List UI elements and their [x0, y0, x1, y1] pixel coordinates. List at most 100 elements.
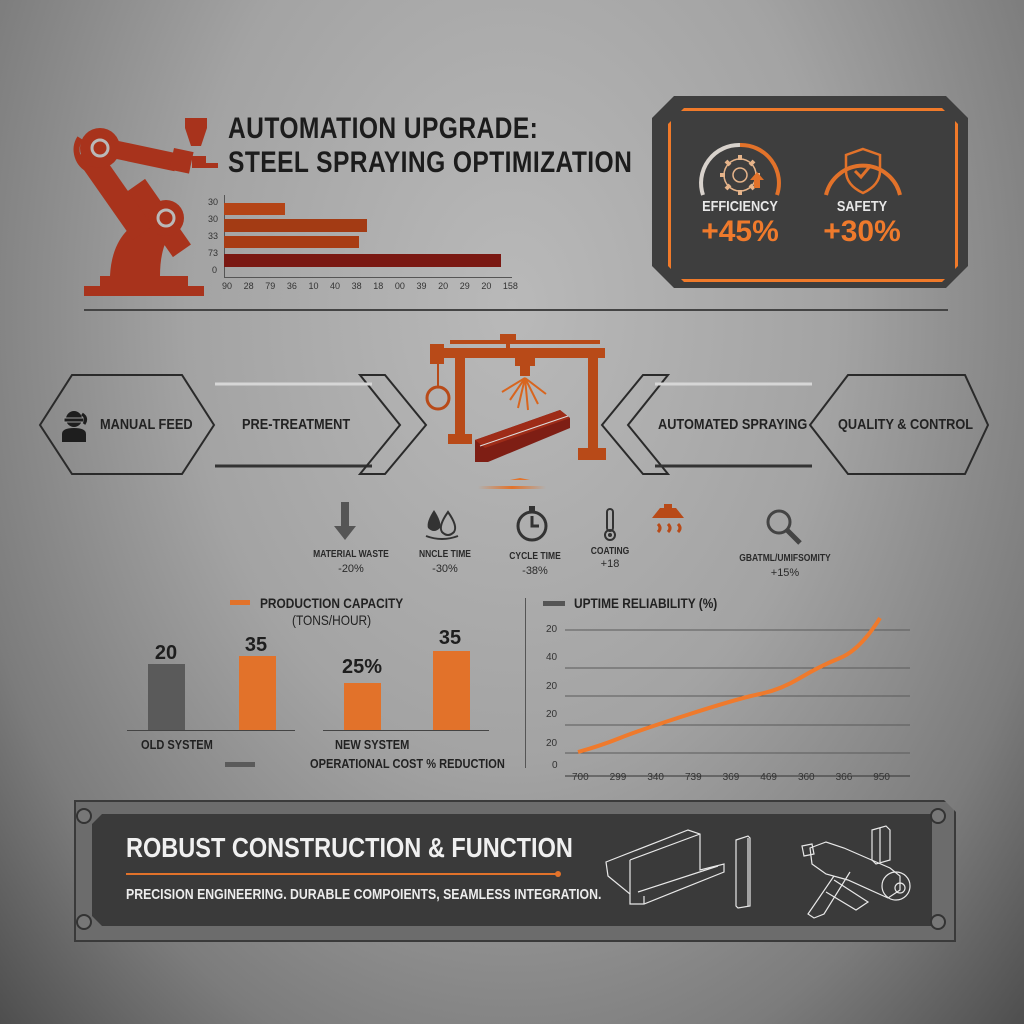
kpi-uniformity-value: +15% — [770, 567, 800, 579]
x-tick: 360 — [797, 772, 815, 783]
flow-center-marker — [478, 486, 546, 489]
bar-value: 35 — [438, 627, 462, 649]
x-tick: 28 — [243, 281, 254, 291]
uptime-line-chart — [565, 616, 910, 777]
group-old-system: OLD SYSTEM — [141, 737, 213, 752]
bar-old-capacity — [239, 656, 276, 730]
y-tick: 20 — [546, 681, 558, 692]
x-tick: 18 — [373, 281, 384, 291]
safety-value: +30% — [823, 215, 901, 248]
x-tick: 29 — [459, 281, 470, 291]
screw-icon — [76, 808, 92, 824]
robot-arm-spray-icon — [50, 108, 220, 298]
process-flow-shapes — [38, 374, 990, 475]
kpi-coating-label: COATING — [590, 546, 630, 557]
footer-title: ROBUST CONSTRUCTION & FUNCTION — [126, 832, 573, 863]
kpi-cycle-time-value: -38% — [522, 565, 548, 577]
gear-up-arrow-icon — [695, 125, 785, 200]
x-tick: 20 — [481, 281, 492, 291]
bar — [224, 219, 367, 232]
metrics-panel — [652, 96, 968, 288]
x-tick: 469 — [760, 772, 777, 783]
y-tick: 20 — [546, 624, 558, 635]
step-pre-treatment: PRE-TREATMENT — [242, 416, 351, 433]
x-tick: 950 — [873, 772, 890, 783]
footer-subtitle: PRECISION ENGINEERING. DURABLE COMPOIENT… — [126, 886, 602, 903]
line-chart-left-border — [525, 598, 526, 768]
step-quality-control: QUALITY & CONTROL — [838, 416, 974, 433]
x-tick: 20 — [438, 281, 449, 291]
efficiency-label: EFFICIENCY — [702, 198, 778, 215]
kpi-material-waste-value: -20% — [338, 563, 364, 575]
footer-orange-rule — [126, 873, 558, 875]
step-automated-spraying: AUTOMATED SPRAYING — [658, 416, 808, 433]
x-tick: 00 — [394, 281, 405, 291]
heater-icon — [648, 502, 688, 543]
footer-rule-dot — [555, 871, 561, 877]
page-title-line2: STEEL SPRAYING OPTIMIZATION — [228, 146, 633, 179]
legend-operational-cost: OPERATIONAL COST % REDUCTION — [310, 756, 505, 771]
y-tick: 20 — [546, 738, 558, 749]
x-tick: 38 — [351, 281, 362, 291]
x-tick: 700 — [572, 772, 589, 783]
metrics-panel-border — [668, 108, 958, 282]
magnifier-icon — [764, 507, 804, 552]
kpi-uniformity-label: GBATML/UMIFSOMITY — [739, 553, 831, 564]
shield-check-icon — [818, 125, 908, 200]
kpi-nncle-time-label: NNCLE TIME — [419, 549, 471, 560]
bar — [224, 203, 285, 215]
y-tick: 33 — [208, 231, 219, 241]
legend-gray-swatch — [543, 601, 565, 606]
y-tick: 30 — [208, 197, 219, 207]
kpi-cycle-time-label: CYCLE TIME — [509, 551, 561, 562]
bar-new-cost — [344, 683, 381, 730]
worker-icon — [60, 410, 92, 442]
x-tick: 158 — [502, 281, 518, 291]
safety-label: SAFETY — [836, 198, 888, 215]
y-tick: 73 — [208, 248, 219, 258]
x-tick: 739 — [684, 772, 702, 783]
kpi-material-waste-label: MATERIAL WASTE — [313, 549, 389, 560]
y-tick: 0 — [212, 265, 218, 275]
x-tick: 340 — [647, 772, 664, 783]
screw-icon — [76, 914, 92, 930]
footer-illustrations — [605, 825, 911, 919]
footer-panel — [92, 814, 932, 926]
droplets-icon — [424, 506, 460, 547]
legend-orange-swatch — [230, 600, 250, 605]
legend-production-capacity: PRODUCTION CAPACITY — [260, 595, 404, 611]
group-new-system: NEW SYSTEM — [335, 737, 410, 752]
x-tick: 39 — [416, 281, 427, 291]
screw-icon — [930, 914, 946, 930]
bar-value: 25% — [341, 656, 383, 678]
stopwatch-icon — [514, 504, 550, 549]
axis-baseline-new — [323, 730, 489, 731]
y-tick: 40 — [546, 652, 558, 663]
screw-icon — [930, 808, 946, 824]
kpi-nncle-time-value: -30% — [432, 563, 458, 575]
gantry-spray-machine-icon — [420, 330, 610, 490]
x-tick: 299 — [609, 772, 627, 783]
legend-production-capacity-unit: (TONS/HOUR) — [292, 612, 372, 628]
x-tick: 369 — [722, 772, 740, 783]
bar — [224, 236, 359, 248]
x-tick: 366 — [835, 772, 853, 783]
x-tick: 40 — [330, 281, 341, 291]
bar-old-system — [148, 664, 185, 730]
axis-baseline-old — [127, 730, 295, 731]
line-chart-title: UPTIME RELIABILITY (%) — [574, 595, 718, 611]
bar-value: 20 — [154, 642, 178, 664]
bar-value: 35 — [244, 634, 268, 656]
section-divider — [84, 309, 948, 311]
x-tick: 90 — [222, 281, 233, 291]
top-bar-chart: 30 30 33 73 0 90 28 79 36 10 40 38 18 00… — [200, 195, 520, 295]
efficiency-value: +45% — [701, 215, 779, 248]
thermometer-icon — [600, 508, 620, 547]
down-arrow-icon — [334, 502, 356, 547]
bar — [224, 254, 501, 267]
step-manual-feed: MANUAL FEED — [100, 416, 193, 433]
x-tick: 10 — [308, 281, 319, 291]
y-tick: 30 — [208, 214, 219, 224]
x-tick: 36 — [286, 281, 297, 291]
page-title-line1: AUTOMATION UPGRADE: — [228, 112, 539, 145]
